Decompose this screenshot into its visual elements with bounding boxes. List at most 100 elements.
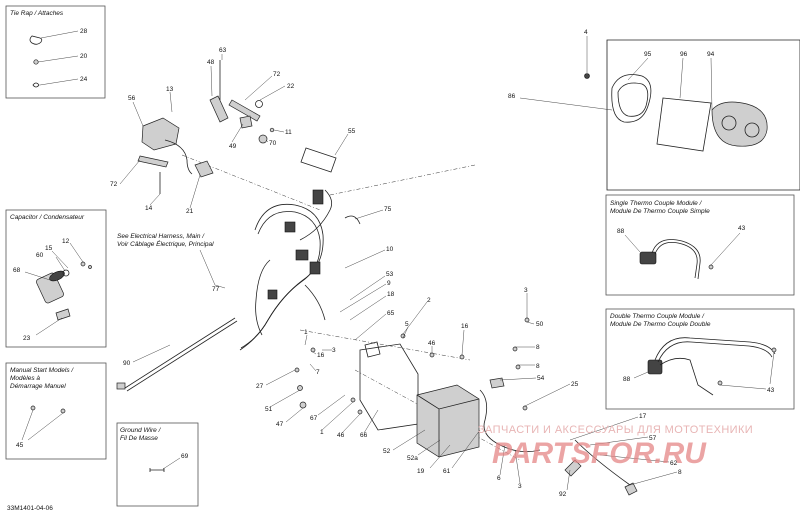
capacitor-box: Capacitor / Condensateur 68 23 60 15 12 (5, 209, 107, 348)
callout-43b: 43 (767, 387, 775, 394)
manual-start-part-a (30, 405, 36, 411)
callout-24: 24 (80, 76, 88, 83)
part-47 (299, 401, 307, 409)
assembly-line-3 (299, 329, 471, 361)
capacitor-part-12 (80, 261, 86, 267)
gauge-cluster: 4 95 96 94 86 (508, 29, 800, 191)
callout-43a: 43 (738, 225, 746, 232)
part-22-ring (255, 100, 263, 108)
fastener-3a (524, 317, 530, 323)
callout-3a: 3 (524, 287, 528, 294)
callout-50: 50 (536, 321, 544, 328)
callout-4: 4 (584, 29, 588, 36)
callout-56: 56 (128, 95, 136, 102)
callout-8b: 8 (536, 363, 540, 370)
part-11 (269, 127, 275, 133)
callout-60: 60 (36, 252, 44, 259)
double-thermo-title-1: Double Thermo Couple Module / (610, 313, 705, 320)
single-thermo-wire (651, 239, 701, 280)
callout-62: 62 (670, 460, 678, 467)
manual-start-box: Manual Start Models / Modèles à Démarrag… (5, 362, 107, 460)
connector-21 (194, 160, 214, 178)
callout-75: 75 (384, 206, 392, 213)
callout-52a: 52a (407, 455, 418, 462)
callout-86: 86 (508, 93, 516, 100)
callout-13: 13 (166, 86, 174, 93)
single-thermo-frame (605, 194, 795, 296)
switch-wire (164, 139, 193, 175)
callout-14: 14 (145, 205, 153, 212)
callout-8a: 8 (536, 344, 540, 351)
ground-wire-frame (116, 422, 199, 507)
double-thermo-module (647, 359, 663, 375)
callout-27: 27 (256, 383, 264, 390)
switch-module-56 (141, 117, 180, 151)
single-thermo-part-43 (708, 264, 714, 270)
callout-10: 10 (386, 246, 394, 253)
gauge-lens-96 (656, 97, 712, 152)
callout-20: 20 (80, 53, 88, 60)
callout-8c: 8 (678, 469, 682, 476)
callout-17: 17 (639, 413, 647, 420)
ground-cable-62 (574, 439, 631, 486)
battery-bracket (364, 341, 381, 358)
callout-66: 66 (360, 432, 368, 439)
gauge-cluster-frame (606, 39, 800, 191)
callout-46b: 46 (337, 432, 345, 439)
harness-connector-a (284, 221, 296, 233)
callout-3c: 3 (518, 483, 522, 490)
double-thermo-title-2: Module De Thermo Couple Double (610, 321, 711, 328)
callout-53: 53 (386, 271, 394, 278)
callout-51: 51 (265, 406, 273, 413)
gauge-screw-4 (584, 73, 590, 79)
double-thermo-box: Double Thermo Couple Module / Module De … (605, 308, 795, 410)
callout-18: 18 (387, 291, 395, 298)
tie-rap-part-20 (33, 59, 39, 65)
part-92 (564, 459, 582, 477)
callout-5: 5 (405, 321, 409, 328)
document-id: 33M1401-04-06 (7, 505, 53, 512)
callout-11: 11 (285, 129, 292, 136)
callout-9: 9 (387, 280, 391, 287)
see-harness-line-2: Voir Câblage Électrique, Principal (117, 239, 214, 248)
callout-57: 57 (649, 435, 657, 442)
callout-2: 2 (427, 297, 431, 304)
harness-branch-up (299, 189, 333, 241)
harness-trunk (239, 203, 324, 351)
fastener-25 (522, 405, 528, 411)
single-thermo-title-2: Module De Thermo Couple Simple (610, 208, 710, 215)
callout-47: 47 (276, 421, 284, 428)
callout-12: 12 (62, 238, 70, 245)
single-thermo-title-1: Single Thermo Couple Module / (610, 200, 703, 207)
callout-70: 70 (269, 140, 277, 147)
harness-trunk-b (240, 211, 321, 349)
callout-7: 7 (316, 369, 320, 376)
double-thermo-part-43a (717, 380, 723, 386)
harness-connector-d (309, 261, 321, 275)
part-49 (239, 115, 253, 129)
callout-72a: 72 (273, 71, 281, 78)
harness-connector-c (267, 289, 278, 300)
callout-96: 96 (680, 51, 688, 58)
callout-48: 48 (207, 59, 215, 66)
battery-cable (479, 389, 541, 453)
harness-connector-top (312, 189, 324, 205)
harness-connector-b (295, 249, 309, 261)
callout-16b: 16 (317, 352, 325, 359)
callout-1a: 1 (304, 329, 308, 336)
harness-long-wire (124, 317, 236, 389)
callout-49: 49 (229, 143, 237, 150)
gauge-bezel-inner (617, 82, 649, 117)
tie-rap-part-28 (29, 35, 43, 45)
watermark-text-ru: ЗАПЧАСТИ И АКСЕССУАРЫ ДЛЯ МОТОТЕХНИКИ (478, 424, 753, 436)
callout-69: 69 (181, 453, 189, 460)
callout-22: 22 (287, 83, 295, 90)
part-48 (209, 95, 229, 123)
manual-start-frame (5, 362, 107, 460)
double-thermo-frame (605, 308, 795, 410)
battery-52 (416, 384, 480, 458)
tie-rap-frame (5, 5, 106, 99)
tie-rap-title: Tie Rap / Attaches (10, 10, 64, 17)
manual-start-title-3: Démarrage Manuel (10, 383, 66, 390)
fastener-8b (515, 364, 521, 370)
